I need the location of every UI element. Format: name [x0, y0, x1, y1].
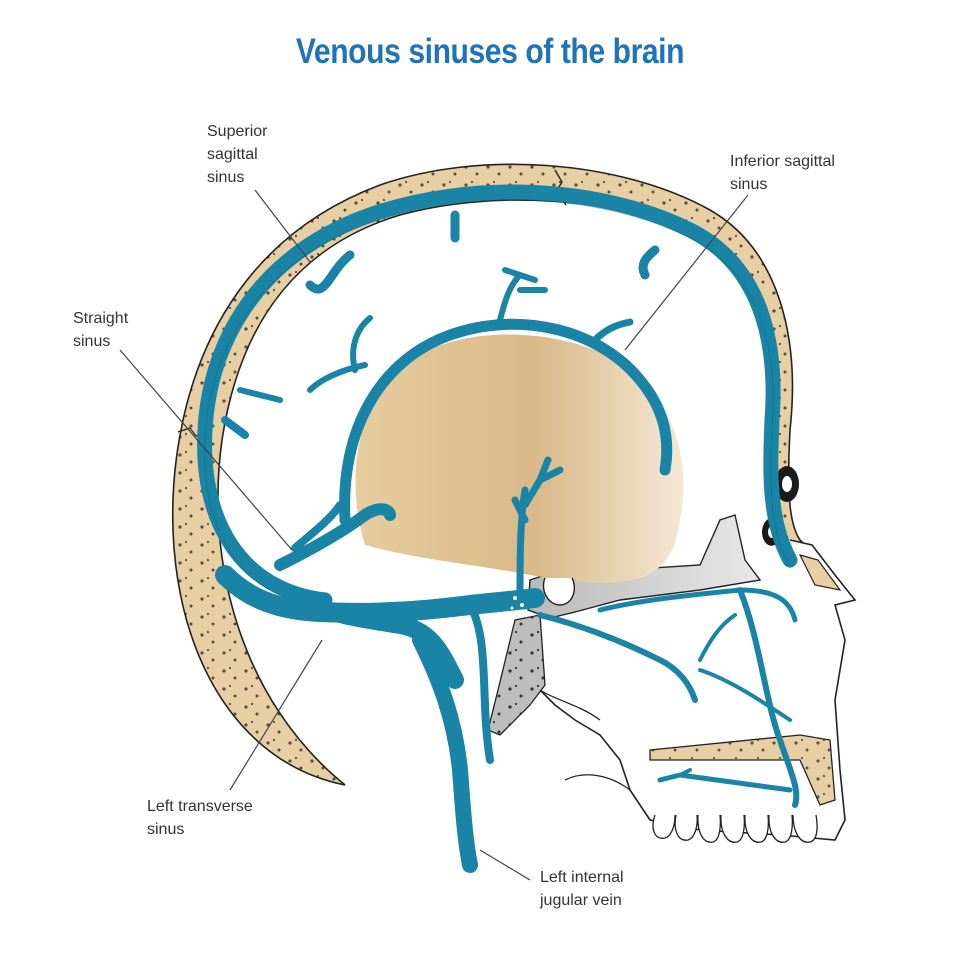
diagram-title: Venous sinuses of the brain: [295, 32, 685, 71]
leader-left-internal-jugular: [479, 849, 531, 881]
leader-left-transverse: [229, 639, 323, 791]
label-left-transverse-sinus: Left transverse sinus: [147, 798, 253, 838]
label-straight-sinus: Straight sinus: [73, 310, 129, 350]
facial-skeleton: [534, 539, 857, 843]
label-inferior-sagittal-sinus: Inferior sagittal sinus: [730, 153, 835, 193]
brain-mass: [355, 334, 684, 606]
leader-straight: [119, 349, 293, 551]
leader-inferior-sagittal: [624, 194, 749, 351]
venous-sinus-network: [197, 184, 800, 873]
leader-superior-sagittal: [254, 189, 311, 263]
label-left-internal-jugular-vein: Left internal jugular vein: [540, 869, 624, 909]
leader-lines: [119, 189, 749, 881]
label-superior-sagittal-sinus: Superior sagittal sinus: [207, 123, 268, 186]
